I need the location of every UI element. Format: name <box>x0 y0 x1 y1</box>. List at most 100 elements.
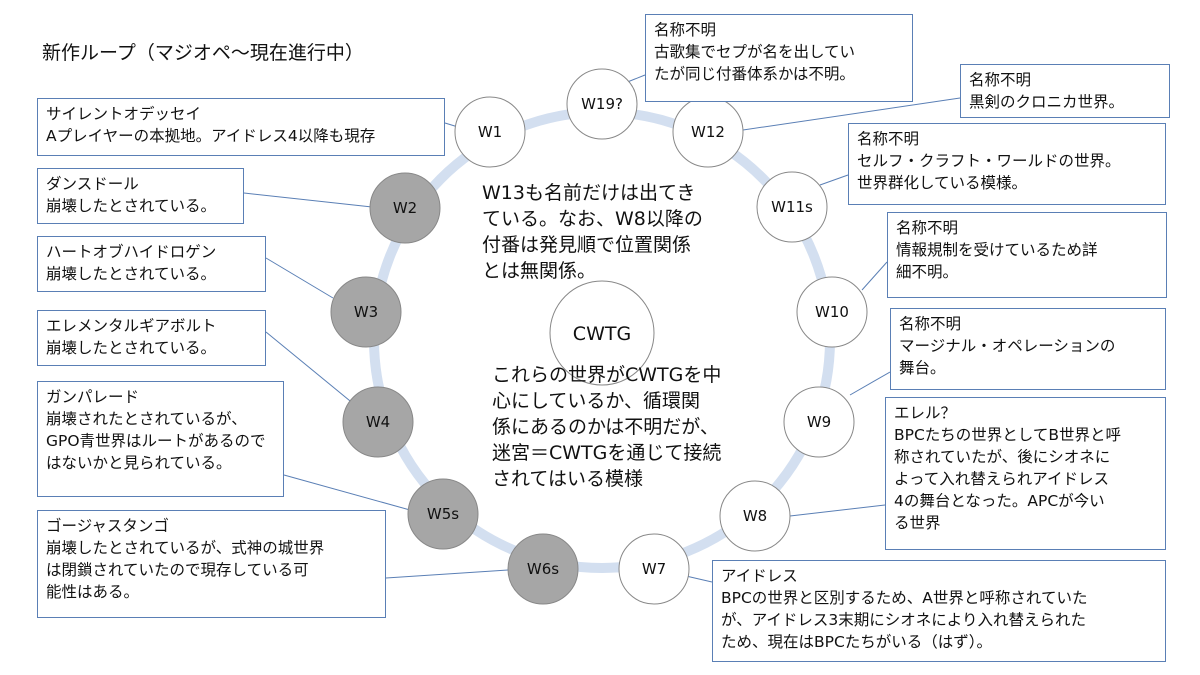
info-box-w1: サイレントオデッセイ Aプレイヤーの本拠地。アイドレス4以降も現存 <box>37 98 445 156</box>
note-line: されてはいる模様 <box>492 468 644 490</box>
box-line: 名称不明 <box>969 71 1032 89</box>
node-w8: W8 <box>719 480 791 552</box>
node-w5s: W5s <box>407 478 479 550</box>
box-line: セルフ・クラフト・ワールドの世界。 <box>857 152 1121 170</box>
box-line: サイレントオデッセイ <box>46 105 202 123</box>
box-line: 細不明。 <box>896 263 959 281</box>
info-box-w2: ダンスドール 崩壊したとされている。 <box>37 168 244 224</box>
box-line: ため、現在はBPCたちがいる（はず）。 <box>721 633 993 651</box>
box-line: ハートオブハイドロゲン <box>46 243 217 261</box>
connector-w5s <box>283 474 411 511</box>
note-line: W13も名前だけは出てき <box>482 182 696 204</box>
node-w19: W19? <box>566 68 638 140</box>
node-label: W8 <box>743 507 767 525</box>
note-line: 付番は発見順で位置関係 <box>482 234 692 256</box>
box-line: 名称不明 <box>654 21 717 39</box>
info-box-w8: エレル？ BPCたちの世界としてB世界と呼 称されていたが、後にシオネに よって… <box>885 397 1166 550</box>
info-box-w12: 名称不明 黒剣のクロニカ世界。 <box>960 64 1170 118</box>
cwtg-node <box>549 280 655 386</box>
node-label: W6s <box>527 560 559 578</box>
info-box-w10: 名称不明 情報規制を受けているため詳 細不明。 <box>887 212 1167 298</box>
box-line: BPCたちの世界としてB世界と呼 <box>894 426 1121 444</box>
node-w2: W2 <box>369 172 441 244</box>
box-line: BPCの世界と区別するため、A世界と呼称されていた <box>721 589 1088 607</box>
node-label: W10 <box>815 303 849 321</box>
info-box-w5s: ガンパレード 崩壊されたとされているが、 GPO青世界はルートがあるので はない… <box>37 381 284 497</box>
node-w9: W9 <box>783 386 855 458</box>
note-line: 係にあるのかは不明だが、 <box>492 416 719 438</box>
box-line: 4の舞台となった。APCが今い <box>894 492 1105 510</box>
box-line: はないかと見られている。 <box>46 454 232 472</box>
info-box-w4: エレメンタルギアボルト 崩壊したとされている。 <box>37 310 266 366</box>
node-w10: W10 <box>796 276 868 348</box>
box-line: ゴージャスタンゴ <box>46 517 169 535</box>
info-box-w9: 名称不明 マージナル・オペレーションの 舞台。 <box>890 308 1166 390</box>
note-line: 心にしているか、循環関 <box>492 390 701 412</box>
box-line: Aプレイヤーの本拠地。アイドレス4以降も現存 <box>46 127 376 145</box>
node-w4: W4 <box>342 386 414 458</box>
box-line: GPO青世界はルートがあるので <box>46 432 266 450</box>
box-line: 名称不明 <box>899 315 962 333</box>
box-line: 崩壊したとされている。 <box>46 339 217 357</box>
connector-w8 <box>789 504 886 517</box>
note-cwtg: これらの世界がCWTGを中 心にしているか、循環関 係にあるのかは不明だが、 迷… <box>492 362 721 492</box>
box-line: 情報規制を受けているため詳 <box>896 241 1098 259</box>
node-w11s: W11s <box>756 171 828 243</box>
node-label: W2 <box>393 199 417 217</box>
box-line: 世界群化している模様。 <box>857 174 1028 192</box>
node-label: W12 <box>691 123 725 141</box>
info-box-w3: ハートオブハイドロゲン 崩壊したとされている。 <box>37 236 266 292</box>
node-label: W1 <box>478 123 502 141</box>
node-w6s: W6s <box>507 533 579 605</box>
box-line: 名称不明 <box>857 130 920 148</box>
connector-w10 <box>861 261 888 291</box>
box-line: 称されていたが、後にシオネに <box>894 448 1111 466</box>
connector-w3 <box>265 257 334 299</box>
connector-w6s <box>385 569 509 579</box>
node-w1: W1 <box>454 96 526 168</box>
box-line: は閉鎖されていたので現存している可 <box>46 561 309 579</box>
box-line: 古歌集でセプが名を出してい <box>654 43 856 61</box>
node-w7: W7 <box>618 533 690 605</box>
connector-w7 <box>685 575 713 583</box>
connector-w2 <box>243 192 373 208</box>
box-line: ガンパレード <box>46 388 140 406</box>
connector-w9 <box>849 371 891 396</box>
diagram-title: 新作ループ（マジオペ～現在進行中） <box>42 42 364 64</box>
connector-w12 <box>742 97 961 131</box>
note-line: ている。なお、W8以降の <box>482 208 703 230</box>
connector-w4 <box>265 331 356 406</box>
box-line: 黒剣のクロニカ世界。 <box>969 93 1125 111</box>
box-line: エレメンタルギアボルト <box>46 317 217 335</box>
box-line: エレル？ <box>894 404 957 422</box>
note-line: これらの世界がCWTGを中 <box>492 364 722 386</box>
node-w3: W3 <box>330 276 402 348</box>
info-box-w6s: ゴージャスタンゴ 崩壊したとされているが、式神の城世界 は閉鎖されていたので現存… <box>37 510 386 618</box>
node-label: W9 <box>807 413 831 431</box>
info-box-w19: 名称不明 古歌集でセプが名を出してい たが同じ付番体系かは不明。 <box>645 14 913 102</box>
node-label: W5s <box>427 505 459 523</box>
cwtg-label: CWTG <box>573 323 631 345</box>
box-line: 能性はある。 <box>46 583 140 601</box>
connector-w11s <box>819 174 849 186</box>
node-label: W19? <box>581 95 623 113</box>
info-box-w7: アイドレス BPCの世界と区別するため、A世界と呼称されていた が、アイドレス3… <box>712 560 1166 662</box>
box-line: 名称不明 <box>896 219 959 237</box>
info-box-w11s: 名称不明 セルフ・クラフト・ワールドの世界。 世界群化している模様。 <box>848 123 1166 205</box>
note-w13: W13も名前だけは出てき ている。なお、W8以降の 付番は発見順で位置関係 とは… <box>482 180 703 284</box>
box-line: 崩壊したとされている。 <box>46 197 217 215</box>
node-label: W4 <box>366 413 390 431</box>
box-line: ダンスドール <box>46 175 139 193</box>
note-line: とは無関係。 <box>482 260 597 282</box>
box-line: が、アイドレス3末期にシオネにより入れ替えられた <box>721 611 1086 629</box>
box-line: る世界 <box>894 514 941 532</box>
note-line: 迷宮＝CWTGを通じて接続 <box>492 442 722 464</box>
box-line: アイドレス <box>721 567 798 585</box>
box-line: 崩壊したとされている。 <box>46 265 217 283</box>
box-line: 舞台。 <box>899 359 946 377</box>
box-line: 崩壊されたとされているが、 <box>46 410 247 428</box>
node-label: W3 <box>354 303 378 321</box>
box-line: 崩壊したとされているが、式神の城世界 <box>46 539 325 557</box>
box-line: よって入れ替えられアイドレス <box>894 470 1109 488</box>
